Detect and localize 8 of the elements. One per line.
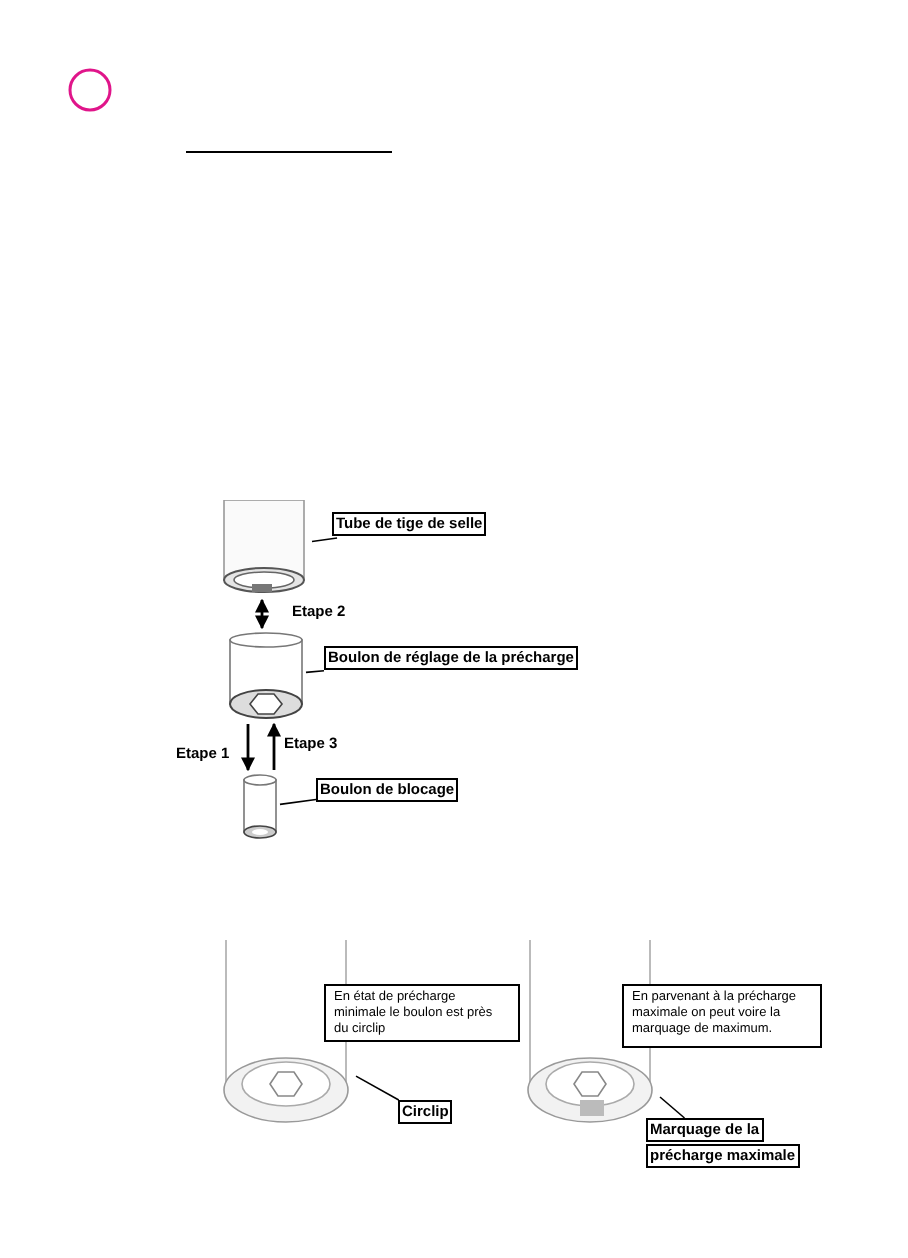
leader-line — [305, 669, 325, 674]
leader-line — [311, 537, 338, 543]
arrow — [267, 722, 281, 770]
leader-line — [279, 798, 317, 806]
leader-line — [659, 1096, 686, 1119]
arrow — [255, 598, 269, 630]
arrow — [241, 724, 255, 772]
leader-line — [355, 1075, 400, 1101]
